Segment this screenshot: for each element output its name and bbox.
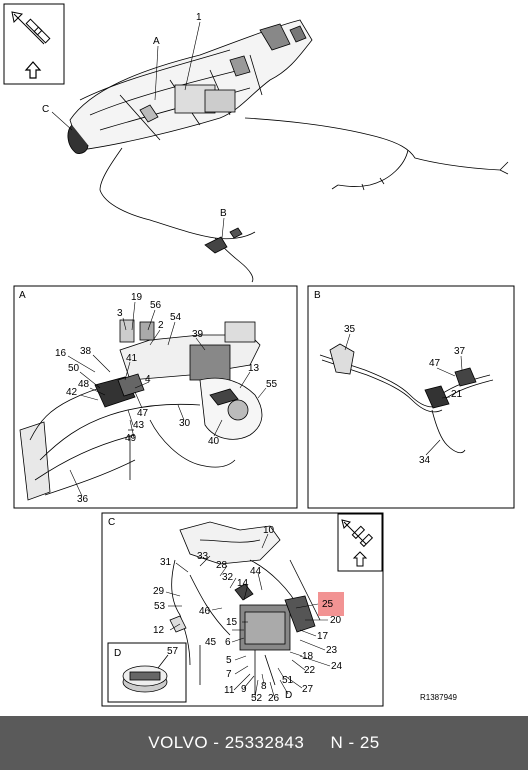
callout-a-16: 16: [55, 348, 67, 359]
callout-c-6: 6: [225, 637, 231, 648]
callout-a-47: 47: [137, 408, 149, 419]
callout-a-19: 19: [131, 292, 143, 303]
panel-a-letter: A: [19, 290, 26, 301]
callout-c-12: 12: [153, 625, 165, 636]
overview-label-a: A: [153, 36, 160, 47]
detail-panel-c: C: [101, 512, 384, 707]
callout-a-36: 36: [77, 494, 89, 505]
callout-c-46: 46: [199, 606, 211, 617]
panel-a-callouts: 19 56 3 54 2 39 16 38 41 50 4 48 42 13 5…: [55, 292, 278, 505]
detail-panel-d: D 57: [107, 642, 187, 703]
footer-bar: VOLVO - 25332843 N - 25: [0, 716, 528, 770]
callout-c-33: 33: [197, 551, 209, 562]
callout-c-17: 17: [317, 631, 329, 642]
callout-c-d: D: [285, 690, 292, 701]
callout-a-2: 2: [158, 320, 164, 331]
overview-label-c: C: [42, 104, 49, 115]
panel-b-letter: B: [314, 290, 321, 301]
overview-label-1: 1: [196, 12, 202, 23]
callout-c-26: 26: [268, 693, 280, 704]
overview-drawing: 1 A C B: [3, 3, 509, 283]
callout-c-10: 10: [263, 525, 275, 536]
panel-c-orientation-icon: [337, 513, 383, 572]
callout-c-45: 45: [205, 637, 217, 648]
callout-c-53: 53: [154, 601, 166, 612]
panel-c-letter: C: [108, 517, 115, 528]
callout-a-49: 49: [125, 433, 137, 444]
callout-c-24: 24: [331, 661, 343, 672]
footer-page: N - 25: [330, 733, 380, 752]
callout-c-23: 23: [326, 645, 338, 656]
detail-panel-a: A: [13, 285, 298, 509]
callout-c-31: 31: [160, 557, 172, 568]
orientation-icon: [3, 3, 65, 85]
callout-a-43: 43: [133, 420, 145, 431]
callout-d-57: 57: [167, 646, 179, 657]
callout-b-37: 37: [454, 346, 466, 357]
callout-a-4: 4: [145, 374, 151, 385]
callout-b-35: 35: [344, 324, 356, 335]
callout-c-52: 52: [251, 693, 263, 704]
callout-c-28: 28: [216, 560, 228, 571]
callout-c-11: 11: [224, 685, 235, 696]
callout-a-13: 13: [248, 363, 260, 374]
callout-c-51: 51: [282, 675, 294, 686]
callout-c-25: 25: [322, 599, 334, 610]
callout-c-14: 14: [237, 578, 249, 589]
callout-b-47: 47: [429, 358, 441, 369]
callout-c-7: 7: [226, 669, 232, 680]
callout-c-44: 44: [250, 566, 262, 577]
callout-c-5: 5: [226, 655, 232, 666]
callout-c-18: 18: [302, 651, 314, 662]
callout-a-38: 38: [80, 346, 92, 357]
panel-b-callouts: 35 47 37 21 34: [344, 324, 466, 466]
callout-c-15: 15: [226, 617, 238, 628]
callout-c-22: 22: [304, 665, 316, 676]
callout-a-54: 54: [170, 312, 182, 323]
wiring-diagram: 1 A C B A: [3, 3, 515, 707]
callout-a-48: 48: [78, 379, 90, 390]
callout-a-55: 55: [266, 379, 278, 390]
callout-a-50: 50: [68, 363, 80, 374]
panel-d-letter: D: [114, 648, 121, 659]
callout-a-40: 40: [208, 436, 220, 447]
footer-part-number: 25332843: [224, 733, 305, 752]
detail-panel-b: B 35 47 37 21 34: [307, 285, 515, 509]
callout-a-30: 30: [179, 418, 191, 429]
callout-a-39: 39: [192, 329, 204, 340]
callout-c-32: 32: [222, 572, 234, 583]
callout-a-41: 41: [126, 353, 138, 364]
callout-c-9: 9: [241, 684, 247, 695]
callout-c-8: 8: [261, 681, 267, 692]
callout-b-21: 21: [451, 389, 463, 400]
callout-b-34: 34: [419, 455, 431, 466]
callout-a-56: 56: [150, 300, 162, 311]
callout-c-20: 20: [330, 615, 342, 626]
overview-label-b: B: [220, 208, 227, 219]
callout-a-3: 3: [117, 308, 123, 319]
callout-a-42: 42: [66, 387, 78, 398]
callout-c-27: 27: [302, 684, 314, 695]
image-code: R1387949: [420, 693, 457, 702]
callout-c-29: 29: [153, 586, 165, 597]
highlight-25: [318, 592, 344, 616]
panel-c-callouts: 10 33 31 28 44 32 14 29 53 46 15 25 20 1…: [153, 525, 343, 704]
footer-brand: VOLVO: [148, 733, 209, 752]
